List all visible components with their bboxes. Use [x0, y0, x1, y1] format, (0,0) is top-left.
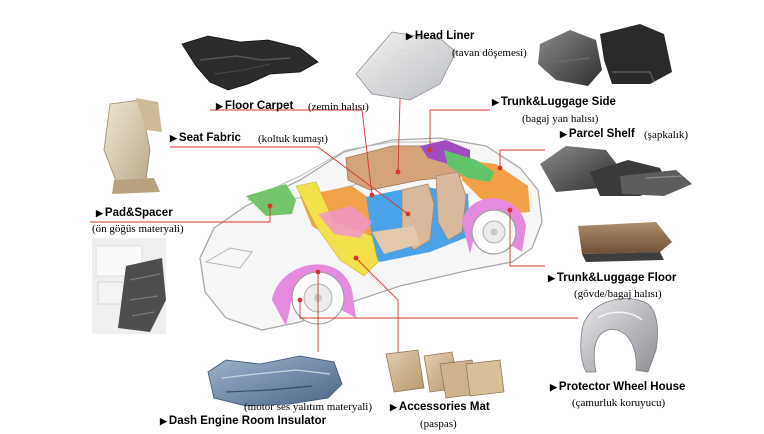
label-wheel-house-tr: (çamurluk koruyucu) — [572, 397, 666, 409]
photo-accessories-mat — [385, 349, 505, 399]
label-wheel-house-en: Protector Wheel House — [558, 381, 686, 393]
label-parcel-shelf-en: Parcel Shelf — [568, 128, 635, 140]
arrow-icon: ▶ — [550, 382, 557, 392]
arrow-icon: ▶ — [406, 31, 413, 41]
label-trunk-floor: ▶Trunk&Luggage Floor — [548, 272, 676, 284]
car-part-pink-panel — [318, 206, 372, 238]
photo-floor-carpet — [181, 35, 319, 91]
arrow-icon: ▶ — [548, 273, 555, 283]
arrow-icon: ▶ — [560, 129, 567, 139]
dot-pad-spacer — [267, 203, 273, 209]
label-trunk-side: ▶Trunk&Luggage Side — [492, 96, 616, 108]
leader-wheel-house — [299, 300, 578, 319]
arrow-icon: ▶ — [216, 101, 223, 111]
dot-trunk-floor — [507, 207, 513, 213]
label-pad-spacer-tr: (ön göğüs materyali) — [92, 223, 184, 235]
car-part-trunk-panel — [444, 150, 494, 182]
photo-pad-spacer — [92, 238, 166, 334]
label-pad-spacer: ▶Pad&Spacer — [96, 207, 173, 219]
car-part-seat-rear — [435, 171, 467, 241]
photo-seat-fabric — [92, 98, 164, 194]
dot-seat-fabric — [405, 211, 411, 217]
label-seat-fabric: ▶Seat Fabric — [170, 132, 241, 144]
car-front-detail — [204, 247, 253, 269]
label-dash-insulator: ▶Dash Engine Room Insulator — [160, 415, 326, 427]
leader-floor-carpet — [210, 109, 373, 196]
label-pad-spacer-en: Pad&Spacer — [104, 207, 173, 219]
photo-trunk-floor — [578, 222, 672, 262]
arrow-icon: ▶ — [170, 133, 177, 143]
arrow-icon: ▶ — [390, 402, 397, 412]
label-head-liner: ▶Head Liner — [406, 30, 474, 42]
photo-dash-insulator — [207, 355, 343, 407]
label-dash-insulator-tr: (motor ses yalıtım materyali) — [244, 401, 372, 413]
label-trunk-floor-tr: (gövde/bagaj halısı) — [574, 288, 662, 300]
photo-head-liner — [355, 31, 457, 101]
photo-parcel-shelf — [540, 146, 692, 196]
photo-wheel-house — [580, 298, 658, 373]
label-parcel-shelf-tr: (şapkalık) — [644, 129, 688, 141]
arrow-icon: ▶ — [160, 416, 167, 426]
label-accessories-mat: ▶Accessories Mat — [390, 401, 490, 413]
dot-accessories-mat — [353, 255, 359, 261]
dot-trunk-side — [427, 147, 433, 153]
label-floor-carpet: ▶Floor Carpet — [216, 100, 293, 112]
leader-accessories-mat — [355, 257, 399, 352]
arrow-icon: ▶ — [96, 208, 103, 218]
dot-floor-carpet — [369, 192, 375, 198]
label-head-liner-tr: (tavan döşemesi) — [452, 47, 527, 59]
label-head-liner-en: Head Liner — [414, 30, 475, 42]
leader-dots — [267, 147, 513, 303]
label-floor-carpet-tr: (zemin halısı) — [308, 101, 369, 113]
label-trunk-side-en: Trunk&Luggage Side — [500, 96, 616, 108]
car-part-seat-cushion — [372, 226, 420, 254]
label-accessories-mat-en: Accessories Mat — [398, 401, 490, 413]
label-accessories-mat-tr: (paspas) — [420, 418, 457, 430]
dot-wheel-house — [297, 297, 303, 303]
car-part-pad-spacer — [246, 184, 296, 216]
label-floor-carpet-en: Floor Carpet — [224, 100, 294, 112]
car-illustration — [199, 137, 543, 331]
leader-parcel-shelf — [499, 149, 545, 168]
label-parcel-shelf: ▶Parcel Shelf — [560, 128, 635, 140]
leader-trunk-side — [429, 109, 490, 150]
label-seat-fabric-tr: (koltuk kumaşı) — [258, 133, 328, 145]
label-dash-insulator-en: Dash Engine Room Insulator — [168, 415, 327, 427]
leader-seat-fabric — [170, 146, 409, 215]
label-trunk-side-tr: (bagaj yan halısı) — [522, 113, 599, 125]
dot-parcel-shelf — [497, 165, 503, 171]
dot-head-liner — [395, 169, 401, 175]
arrow-icon: ▶ — [492, 97, 499, 107]
dot-dash-insulator — [315, 269, 321, 275]
leader-pad-spacer — [90, 206, 271, 223]
leader-trunk-floor — [509, 210, 545, 267]
label-trunk-floor-en: Trunk&Luggage Floor — [556, 272, 677, 284]
leader-lines — [90, 42, 578, 352]
photo-trunk-side — [538, 24, 672, 86]
label-seat-fabric-en: Seat Fabric — [178, 132, 241, 144]
label-wheel-house: ▶Protector Wheel House — [550, 381, 685, 393]
